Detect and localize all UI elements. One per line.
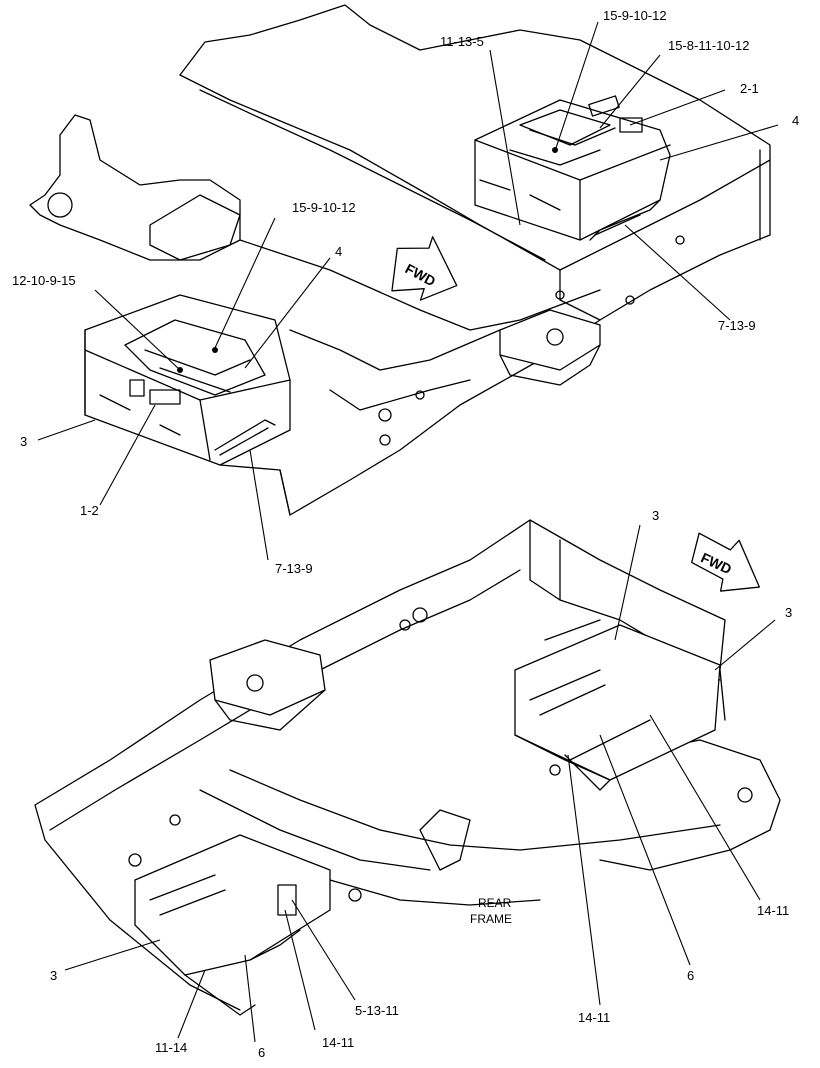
- right-lower-battery-box: [514, 624, 721, 781]
- fwd-arrow-lower: FWD: [691, 532, 760, 592]
- callout-6-b: 6: [258, 1045, 265, 1060]
- callout-15-9-10-12-b: 15-9-10-12: [292, 200, 356, 215]
- lower-leaders: [64, 524, 776, 1043]
- callout-3-d: 3: [50, 968, 57, 983]
- callout-1-2: 1-2: [80, 503, 99, 518]
- lower-frame-outline: [34, 519, 726, 806]
- rear-frame-label-line1: REAR: [478, 896, 512, 910]
- callout-3-a: 3: [20, 434, 27, 449]
- front-frame-arm: [29, 114, 241, 261]
- upper-frame-outline: [179, 4, 771, 516]
- left-lower-battery-box: [134, 834, 331, 976]
- upper-frame-view: [29, 4, 771, 516]
- rear-frame-label: REAR FRAME: [470, 896, 512, 926]
- callout-7-13-9-b: 7-13-9: [718, 318, 756, 333]
- callout-5-13-11: 5-13-11: [355, 1003, 399, 1018]
- callout-11-13-5: 11-13-5: [440, 34, 484, 49]
- callout-2-1: 2-1: [740, 81, 759, 96]
- callout-15-8-11-10-12: 15-8-11-10-12: [668, 38, 749, 53]
- callout-6-a: 6: [687, 968, 694, 983]
- upper-battery-box: [474, 99, 671, 241]
- upper-leaders: [37, 21, 779, 561]
- callout-3-b: 3: [652, 508, 659, 523]
- callout-7-13-9-a: 7-13-9: [275, 561, 313, 576]
- callout-4-a: 4: [792, 113, 799, 128]
- callout-15-9-10-12-a: 15-9-10-12: [603, 8, 667, 23]
- callout-14-11-a: 14-11: [757, 903, 789, 918]
- callout-4-b: 4: [335, 244, 342, 259]
- upper-callouts: 15-9-10-12 11-13-5 15-8-11-10-12 2-1 4 1…: [12, 8, 799, 576]
- rear-frame-label-line2: FRAME: [470, 912, 512, 926]
- callout-14-11-b: 14-11: [578, 1010, 610, 1025]
- callout-12-10-9-15: 12-10-9-15: [12, 273, 76, 288]
- left-battery-box: [84, 294, 291, 466]
- lower-frame-view: [34, 519, 781, 1016]
- callout-14-11-c: 14-11: [322, 1035, 354, 1050]
- lower-callouts: 3 3 3 14-11 6 14-11 5-13-11 11-14 6 14-1…: [50, 508, 792, 1060]
- callout-3-c: 3: [785, 605, 792, 620]
- fwd-arrow-upper: FWD: [391, 236, 458, 301]
- callout-11-14: 11-14: [155, 1040, 187, 1055]
